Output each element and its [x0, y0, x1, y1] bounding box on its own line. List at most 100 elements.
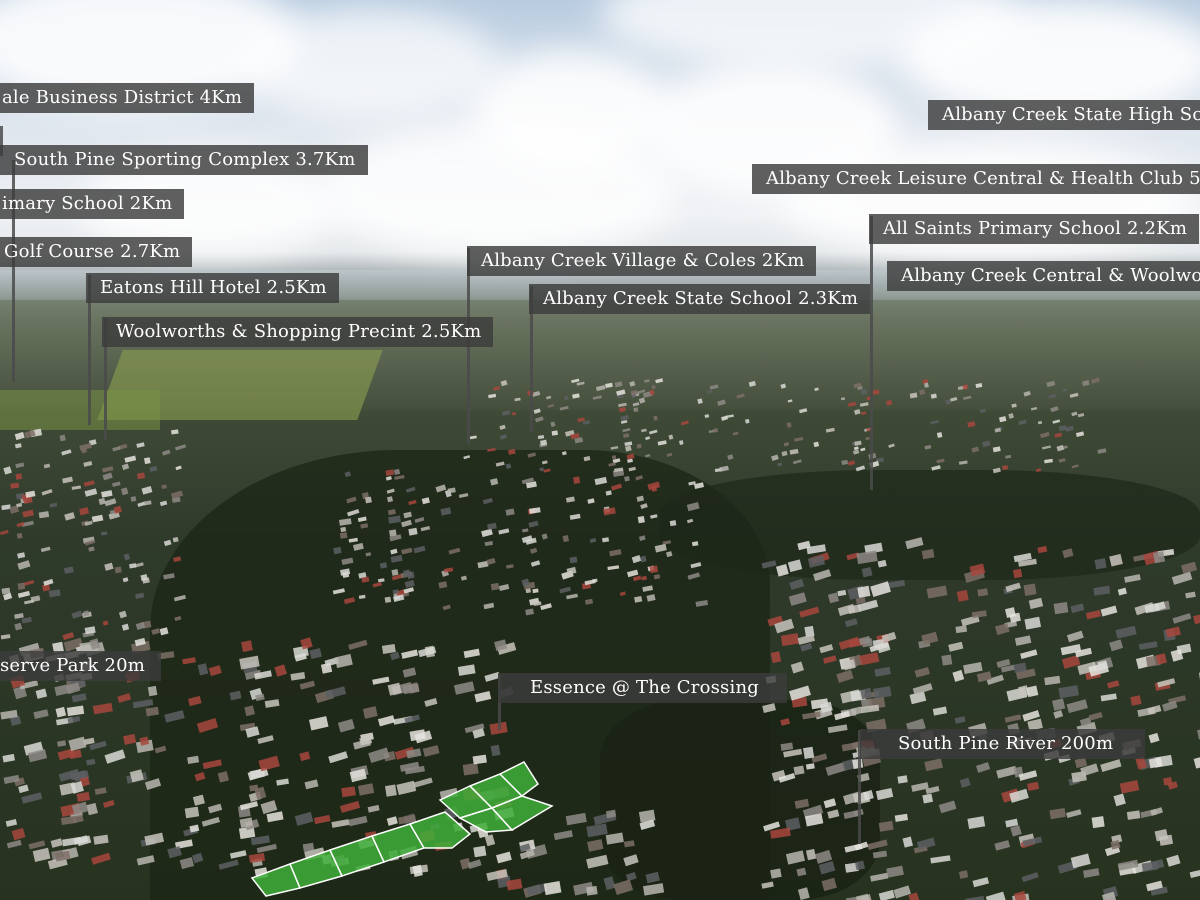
house-roof: [1058, 685, 1079, 699]
house-roof: [1172, 613, 1192, 624]
house-roof: [586, 854, 609, 869]
house-roof: [608, 462, 616, 467]
house-roof: [709, 384, 719, 390]
house-roof: [1066, 630, 1084, 643]
house-roof: [525, 608, 534, 616]
house-roof: [1069, 392, 1079, 398]
house-roof: [22, 509, 34, 518]
house-roof: [936, 432, 943, 438]
house-roof: [827, 809, 840, 819]
house-roof: [640, 555, 647, 563]
house-roof: [569, 556, 578, 564]
house-roof: [613, 879, 634, 896]
house-roof: [1008, 412, 1015, 419]
house-roof: [1058, 458, 1066, 463]
house-roof: [539, 467, 544, 472]
house-roof: [1027, 718, 1043, 731]
house-roof: [49, 502, 58, 508]
house-roof: [767, 615, 784, 627]
house-roof: [1154, 828, 1169, 842]
house-roof: [792, 459, 802, 465]
house-roof: [463, 648, 480, 659]
house-roof: [732, 431, 739, 436]
house-roof: [543, 468, 551, 473]
house-roof: [1101, 891, 1117, 900]
house-roof: [63, 566, 74, 574]
house-roof: [467, 859, 482, 870]
house-roof: [586, 823, 608, 838]
house-roof: [249, 768, 265, 780]
house-roof: [362, 706, 378, 719]
house-roof: [669, 520, 677, 527]
house-roof: [976, 671, 992, 683]
house-roof: [35, 688, 48, 699]
house-roof: [803, 746, 815, 759]
house-roof: [401, 649, 419, 659]
house-roof: [653, 415, 658, 421]
house-roof: [135, 621, 146, 631]
house-roof: [14, 431, 25, 441]
house-roof: [618, 406, 627, 413]
house-roof: [145, 706, 160, 717]
house-roof: [387, 496, 394, 503]
house-roof: [1117, 859, 1139, 871]
house-roof: [332, 588, 345, 595]
house-roof: [1070, 853, 1091, 869]
house-roof: [457, 664, 476, 676]
house-roof: [912, 683, 933, 695]
house-roof: [855, 596, 866, 605]
house-roof: [389, 534, 402, 542]
house-roof: [250, 835, 270, 846]
house-roof: [954, 716, 966, 724]
house-roof: [926, 585, 948, 599]
house-roof: [464, 723, 485, 734]
house-roof: [814, 387, 819, 392]
house-roof: [1100, 605, 1118, 617]
house-roof: [823, 655, 837, 664]
house-roof: [641, 575, 647, 581]
house-roof: [462, 762, 479, 776]
house-roof: [526, 481, 537, 489]
lots-group-right: [438, 761, 554, 833]
house-roof: [377, 578, 385, 583]
house-roof: [393, 468, 401, 476]
house-roof: [11, 827, 26, 841]
house-roof: [333, 546, 342, 555]
house-roof: [894, 813, 909, 822]
house-roof: [248, 853, 266, 863]
house-roof: [184, 806, 200, 819]
house-roof: [975, 762, 991, 773]
house-roof: [120, 487, 129, 496]
house-roof: [344, 471, 351, 478]
house-roof: [783, 441, 790, 447]
house-roof: [413, 777, 433, 788]
house-roof: [863, 790, 874, 801]
house-roof: [791, 696, 808, 708]
house-roof: [878, 889, 895, 900]
house-roof: [533, 601, 542, 607]
house-roof: [1100, 759, 1122, 772]
label-south-pine-river: South Pine River 200m: [860, 729, 1146, 759]
house-roof: [626, 453, 635, 460]
house-roof: [905, 537, 924, 550]
house-roof: [1013, 552, 1032, 563]
house-roof: [695, 599, 709, 607]
house-roof: [71, 693, 87, 703]
house-roof: [761, 560, 777, 569]
house-roof: [965, 895, 985, 900]
house-roof: [930, 855, 951, 864]
house-roof: [179, 857, 195, 870]
house-roof: [346, 509, 360, 517]
house-roof: [497, 642, 517, 655]
house-roof: [530, 391, 541, 398]
house-roof: [780, 383, 787, 389]
house-roof: [448, 547, 461, 555]
house-roof: [394, 474, 405, 480]
house-roof: [566, 593, 578, 600]
house-roof: [543, 880, 562, 896]
house-roof: [638, 535, 646, 542]
house-roof: [819, 644, 834, 654]
house-roof: [254, 670, 272, 680]
house-roof: [526, 883, 548, 896]
house-roof: [519, 849, 535, 860]
